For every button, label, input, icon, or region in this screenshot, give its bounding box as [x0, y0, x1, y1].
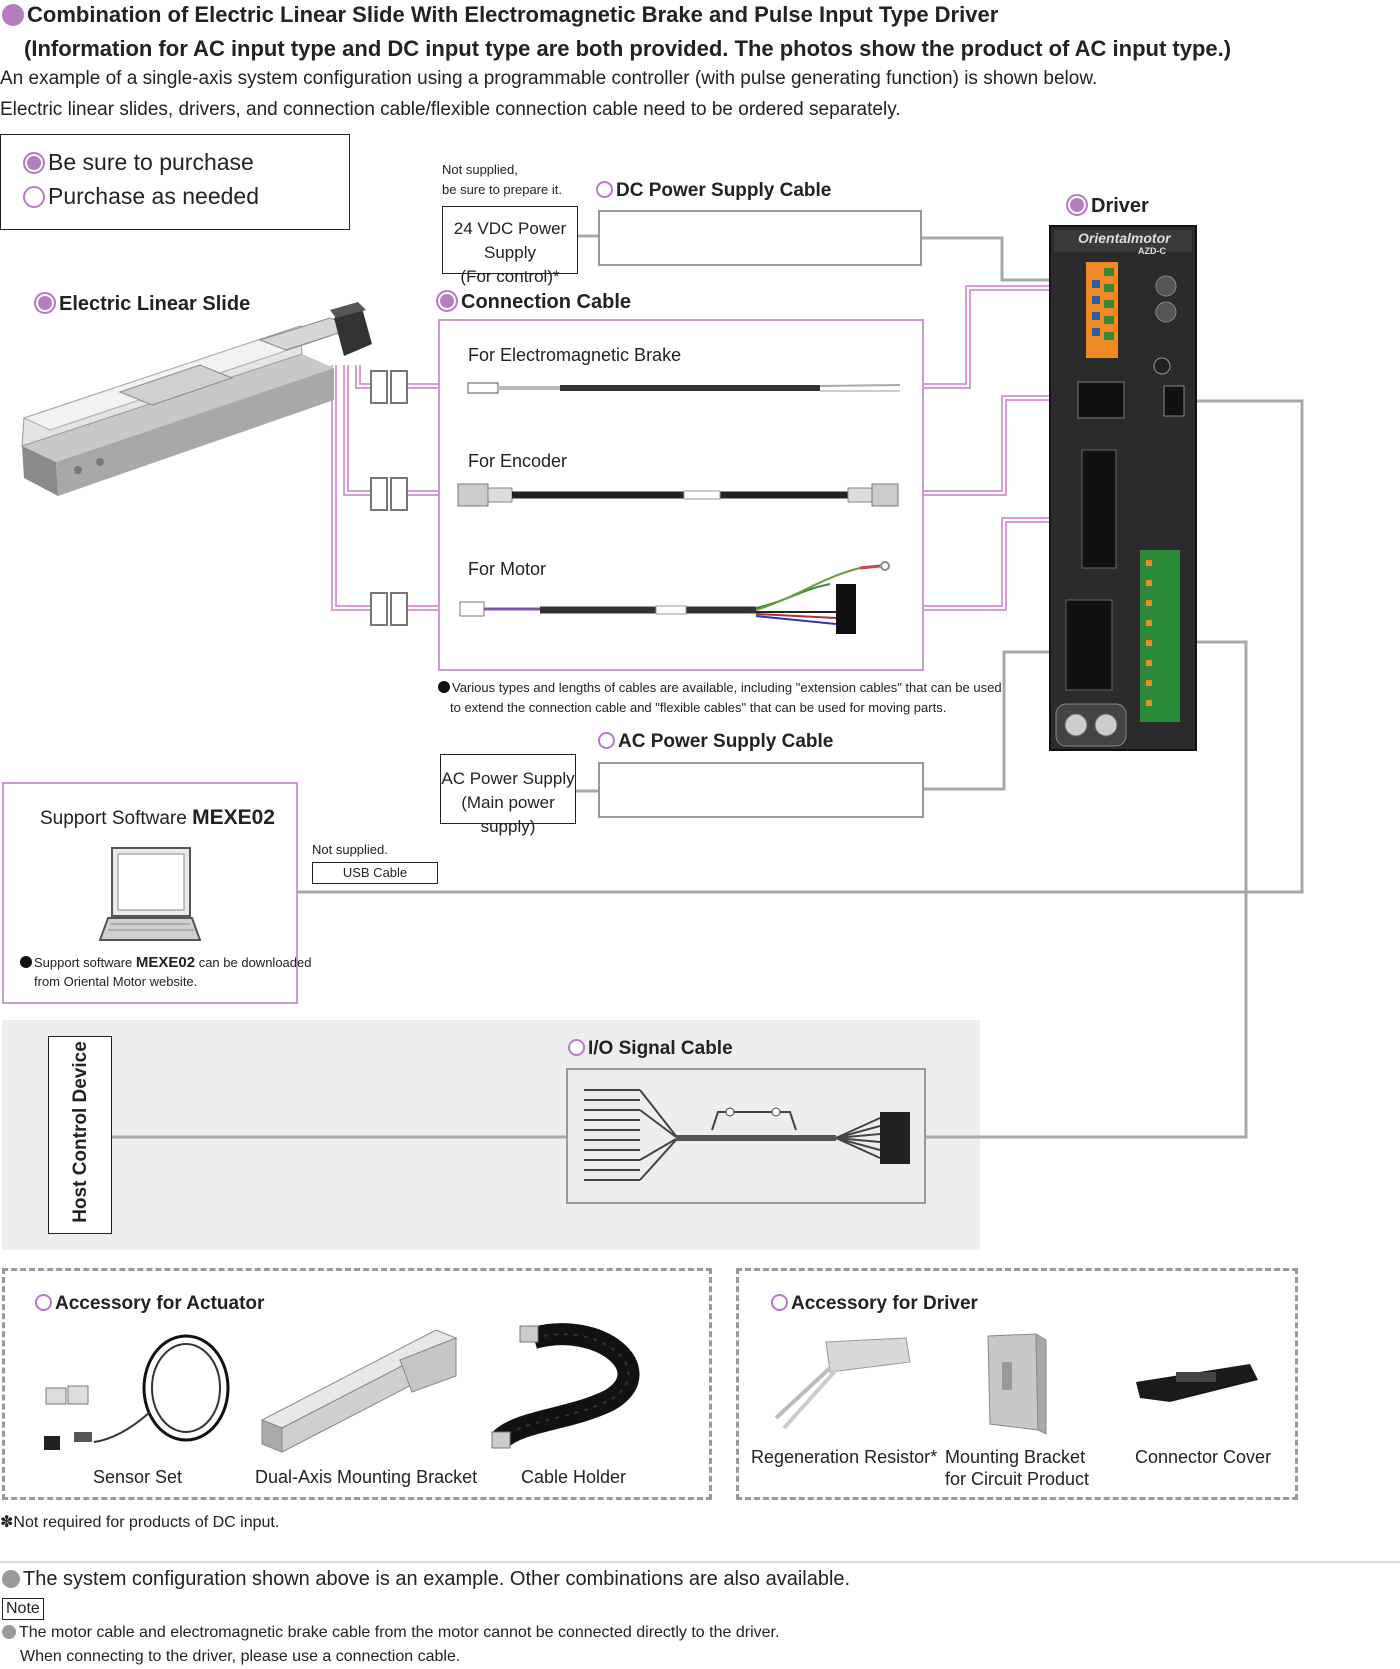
gray-bullet-icon: [2, 1625, 16, 1639]
open-circle-icon: [35, 1294, 52, 1311]
page-title: Combination of Electric Linear Slide Wit…: [2, 2, 998, 28]
connection-cable-box: For Electromagnetic Brake For Encoder Fo…: [438, 319, 924, 671]
accessory-actuator-label: Accessory for Actuator: [35, 1293, 264, 1315]
encoder-cable-label: For Encoder: [468, 451, 568, 471]
dc-supply-label-2: (For control)*: [460, 267, 560, 286]
driver-label: Driver: [1066, 194, 1149, 218]
intro-line-1: An example of a single-axis system confi…: [0, 68, 1098, 89]
software-note-2: from Oriental Motor website.: [34, 974, 198, 989]
sensor-set-image: [44, 1334, 230, 1450]
page-subtitle: (Information for AC input type and DC in…: [24, 36, 1232, 61]
dc-power-supply-box: 24 VDC Power Supply (For control)*: [442, 206, 578, 286]
bullet-icon: [438, 681, 450, 693]
driver-model: AZD-C: [1138, 246, 1166, 256]
cable-holder-image: [491, 1323, 640, 1449]
footnote: ✽Not required for products of DC input.: [0, 1514, 280, 1531]
slide-to-connection-lines: [331, 365, 370, 611]
title-bullet-icon: [2, 4, 24, 26]
regeneration-resistor-image: [774, 1337, 911, 1430]
open-circle-icon: [568, 1039, 585, 1056]
io-signal-cable-box: [566, 1068, 926, 1204]
cable-note-1: Various types and lengths of cables are …: [438, 680, 1002, 695]
dc-power-cable-box: [598, 210, 922, 266]
mounting-bracket-image: [260, 1329, 458, 1453]
legend-must: Be sure to purchase: [23, 149, 254, 176]
dc-supply-note-1: Not supplied,: [442, 162, 518, 177]
io-signal-cable-label: I/O Signal Cable: [568, 1038, 733, 1060]
usb-note: Not supplied.: [312, 842, 388, 857]
support-software-box: Support Software MEXE02 Support software…: [2, 782, 311, 1004]
filled-circle-icon: [23, 152, 45, 174]
footer-note-2: When connecting to the driver, please us…: [20, 1648, 461, 1665]
ac-power-supply-box: AC Power Supply (Main power supply): [440, 754, 576, 836]
ac-power-cable-box: [598, 762, 924, 818]
ac-supply-label-1: AC Power Supply: [441, 769, 575, 788]
driver-brand: Orientalmotor: [1078, 230, 1171, 246]
filled-circle-icon: [436, 290, 458, 312]
dc-supply-label-1: 24 VDC Power Supply: [453, 219, 567, 262]
circuit-bracket-label-1: Mounting Bracket: [945, 1447, 1086, 1467]
brake-cable-label: For Electromagnetic Brake: [468, 345, 682, 365]
motor-cable-image: [459, 561, 890, 634]
connector-cover-label: Connector Cover: [1135, 1447, 1272, 1467]
software-title: Support Software MEXE02: [40, 806, 275, 829]
gray-bullet-icon: [2, 1570, 20, 1588]
connector-cover-image: [1136, 1364, 1258, 1402]
open-circle-icon: [23, 186, 45, 208]
motor-cable-label: For Motor: [468, 559, 547, 579]
legend-optional: Purchase as needed: [23, 183, 259, 210]
accessory-actuator-box: Accessory for Actuator Sensor Set Dual-A…: [2, 1268, 712, 1500]
note-tag: Note: [2, 1598, 44, 1620]
usb-cable-box: USB Cable: [312, 862, 438, 884]
dc-power-cable-label: DC Power Supply Cable: [596, 180, 831, 202]
intro-line-2: Electric linear slides, drivers, and con…: [0, 99, 901, 120]
gray-lines: [112, 234, 1304, 1139]
circuit-bracket-label-2: for Circuit Product: [945, 1469, 1090, 1489]
footer-example: The system configuration shown above is …: [2, 1568, 850, 1591]
open-circle-icon: [598, 732, 615, 749]
open-circle-icon: [771, 1294, 788, 1311]
filled-circle-icon: [1066, 194, 1088, 216]
accessory-driver-box: Accessory for Driver Regeneration Resist…: [736, 1268, 1298, 1500]
cable-holder-label: Cable Holder: [521, 1467, 627, 1487]
page-title-text: Combination of Electric Linear Slide Wit…: [27, 2, 999, 27]
connector-plugs: [370, 370, 408, 626]
brake-cable-image: [467, 382, 901, 394]
electric-linear-slide-label: Electric Linear Slide: [34, 292, 250, 316]
circuit-bracket-image: [987, 1333, 1047, 1435]
filled-circle-icon: [34, 292, 56, 314]
driver-image: [1049, 225, 1197, 751]
ac-supply-label-2: (Main power supply): [461, 793, 555, 836]
electric-linear-slide-image: [21, 302, 372, 496]
open-circle-icon: [596, 181, 613, 198]
laptop-image: [98, 847, 202, 941]
cable-note-2: to extend the connection cable and "flex…: [450, 700, 947, 715]
host-control-device-label: Host Control Device: [70, 1041, 91, 1223]
legend-box: Be sure to purchase Purchase as needed: [0, 134, 350, 230]
dual-axis-bracket-label: Dual-Axis Mounting Bracket: [255, 1467, 478, 1487]
host-control-device-box: Host Control Device: [48, 1036, 112, 1234]
regeneration-resistor-label: Regeneration Resistor*: [751, 1447, 938, 1467]
ac-power-cable-label: AC Power Supply Cable: [598, 731, 833, 753]
io-signal-cable-image: [584, 1089, 910, 1181]
connection-cable-label: Connection Cable: [436, 290, 631, 314]
software-name: MEXE02: [192, 806, 275, 829]
dc-supply-note-2: be sure to prepare it.: [442, 182, 562, 197]
sensor-set-label: Sensor Set: [93, 1467, 183, 1487]
encoder-cable-image: [457, 483, 899, 507]
bullet-icon: [20, 956, 32, 968]
footer-note-1: The motor cable and electromagnetic brak…: [2, 1624, 779, 1642]
asterisk-icon: ✽: [0, 1514, 14, 1531]
software-note-1: Support software MEXE02 can be downloade…: [20, 954, 311, 971]
accessory-driver-label: Accessory for Driver: [771, 1293, 978, 1315]
